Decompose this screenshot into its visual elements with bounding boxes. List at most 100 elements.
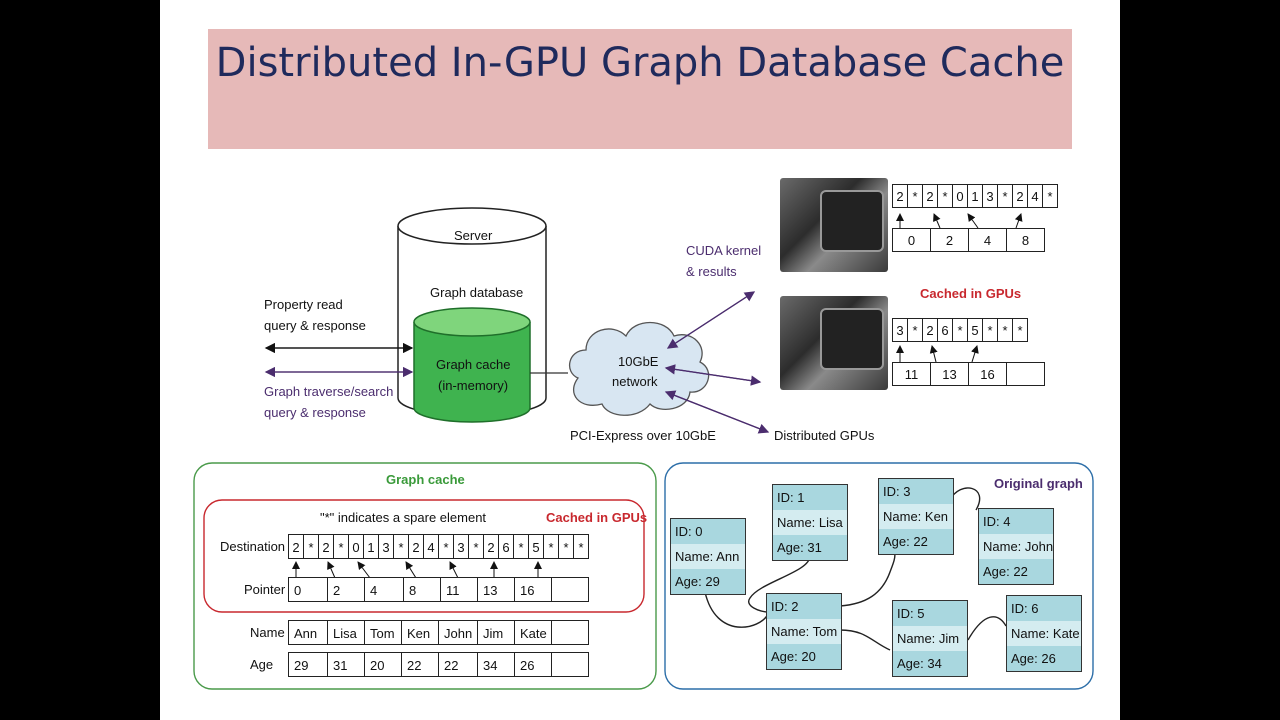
- name-cell: Lisa: [327, 620, 365, 645]
- cuda-label: CUDA kernel: [686, 243, 762, 258]
- destination-cell: 5: [528, 534, 544, 559]
- destination-cell: 6: [498, 534, 514, 559]
- node-id: ID: 6: [1011, 601, 1039, 616]
- node-name: Name: Tom: [767, 619, 841, 644]
- name-cell: Ann: [288, 620, 328, 645]
- destination-cell: *: [303, 534, 319, 559]
- name-cell: Jim: [477, 620, 515, 645]
- slide: Distributed In-GPU Graph Database Cache: [160, 0, 1120, 720]
- gpu2-dest-cell: 5: [967, 318, 983, 342]
- destination-cell: 4: [423, 534, 439, 559]
- traverse-label-2: query & response: [264, 405, 366, 420]
- gpu2-ptr-cell: [1006, 362, 1045, 386]
- destination-cell: 1: [363, 534, 379, 559]
- spare-note: "*" indicates a spare element: [320, 510, 487, 525]
- pointer-cell: 16: [514, 577, 552, 602]
- server-label: Server: [454, 228, 493, 243]
- name-cell: Tom: [364, 620, 402, 645]
- gpu2-ptr-cell: 13: [930, 362, 969, 386]
- network-label: 10GbE: [618, 354, 659, 369]
- pointer-cell: 4: [364, 577, 404, 602]
- destination-cell: *: [543, 534, 559, 559]
- cached-in-gpus-top: Cached in GPUs: [920, 286, 1022, 301]
- graph-database-label: Graph database: [430, 285, 524, 300]
- pointer-cell: 0: [288, 577, 328, 602]
- destination-label: Destination: [220, 539, 286, 554]
- name-label: Name: [250, 625, 285, 640]
- age-cell: [551, 652, 589, 677]
- pointer-cell: [551, 577, 589, 602]
- pci-label: PCI-Express over 10GbE: [570, 428, 716, 443]
- graph-cache-label-2: (in-memory): [438, 378, 509, 393]
- gpu1-dest-cell: *: [997, 184, 1013, 208]
- slide-title: Distributed In-GPU Graph Database Cache: [215, 40, 1065, 86]
- gpu1-dest-cell: 2: [1012, 184, 1028, 208]
- property-read-label-2: query & response: [264, 318, 366, 333]
- node-id: ID: 4: [983, 514, 1011, 529]
- cuda-label-2: & results: [686, 264, 737, 279]
- gpu1-dest-cell: *: [937, 184, 953, 208]
- node-age: Age: 26: [1011, 651, 1056, 666]
- pointer-cell: 11: [440, 577, 478, 602]
- pointer-cell: 8: [403, 577, 441, 602]
- destination-cell: 2: [408, 534, 424, 559]
- destination-cell: 0: [348, 534, 364, 559]
- traverse-label: Graph traverse/search: [264, 384, 394, 399]
- gpu1-dest-cell: 2: [922, 184, 938, 208]
- gpu1-dest-cell: *: [907, 184, 923, 208]
- age-cell: 31: [327, 652, 365, 677]
- node-age: Age: 34: [897, 656, 942, 671]
- title-banner: Distributed In-GPU Graph Database Cache: [208, 29, 1072, 149]
- destination-cell: 2: [318, 534, 334, 559]
- gpu2-dest-cell: *: [982, 318, 998, 342]
- age-cell: 22: [401, 652, 439, 677]
- gpu1-ptr-cell: 0: [892, 228, 931, 252]
- age-cell: 34: [477, 652, 515, 677]
- gpu2-dest-cell: *: [907, 318, 923, 342]
- gpu2-dest-cell: *: [997, 318, 1013, 342]
- property-read-label: Property read: [264, 297, 343, 312]
- original-graph-heading: Original graph: [994, 476, 1083, 491]
- pointer-cell: 13: [477, 577, 515, 602]
- node-name: Name: John: [979, 534, 1053, 559]
- node-age: Age: 20: [771, 649, 816, 664]
- gpu2-dest-cell: 3: [892, 318, 908, 342]
- name-cell: Ken: [401, 620, 439, 645]
- gpu1-dest-cell: 2: [892, 184, 908, 208]
- destination-cell: 3: [378, 534, 394, 559]
- name-cell: [551, 620, 589, 645]
- gpu1-ptr-cell: 8: [1006, 228, 1045, 252]
- age-cell: 26: [514, 652, 552, 677]
- node-age: Age: 22: [883, 534, 928, 549]
- gpu2-dest-cell: *: [1012, 318, 1028, 342]
- original-graph-panel: [664, 462, 1094, 690]
- node-age: Age: 31: [777, 540, 822, 555]
- diagram-graphics: [193, 207, 1094, 690]
- node-name: Name: Kate: [1007, 621, 1081, 646]
- name-cell: John: [438, 620, 478, 645]
- cached-in-gpus-panel: [203, 499, 645, 613]
- gpu1-dest-cell: 4: [1027, 184, 1043, 208]
- graph-cache-heading: Graph cache: [386, 472, 465, 487]
- graph-cache-label: Graph cache: [436, 357, 511, 372]
- destination-cell: *: [513, 534, 529, 559]
- gpu-fan-bottom: [820, 308, 884, 370]
- gpu1-dest-cell: 3: [982, 184, 998, 208]
- destination-cell: *: [393, 534, 409, 559]
- node-id: ID: 3: [883, 484, 911, 499]
- destination-cell: *: [558, 534, 574, 559]
- gpu1-ptr-cell: 2: [930, 228, 969, 252]
- gpu-fan-top: [820, 190, 884, 252]
- age-cell: 20: [364, 652, 402, 677]
- node-id: ID: 5: [897, 606, 925, 621]
- node-id: ID: 1: [777, 490, 805, 505]
- gpu1-dest-cell: 0: [952, 184, 968, 208]
- cached-in-gpus-bottom: Cached in GPUs: [546, 510, 648, 525]
- destination-cell: 2: [288, 534, 304, 559]
- age-cell: 22: [438, 652, 478, 677]
